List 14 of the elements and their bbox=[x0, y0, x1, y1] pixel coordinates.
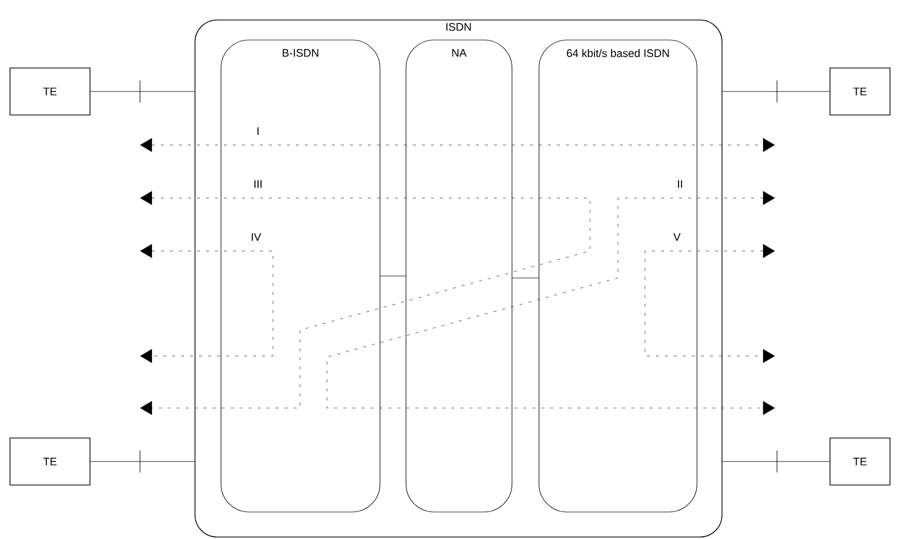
connection-line bbox=[722, 91, 830, 92]
path-label: V bbox=[672, 232, 682, 242]
path-label: IV bbox=[250, 232, 262, 242]
terminal-box: TE bbox=[830, 68, 890, 116]
path-label: III bbox=[252, 179, 264, 189]
connection-line bbox=[90, 461, 195, 462]
network-panel: NA bbox=[406, 40, 512, 512]
terminal-box: TE bbox=[10, 438, 90, 486]
path-label: II bbox=[676, 179, 684, 189]
terminal-box: TE bbox=[10, 68, 90, 116]
path-label: I bbox=[255, 126, 261, 136]
terminal-box: TE bbox=[830, 438, 890, 486]
connection-line bbox=[90, 91, 195, 92]
connection-line bbox=[722, 461, 830, 462]
